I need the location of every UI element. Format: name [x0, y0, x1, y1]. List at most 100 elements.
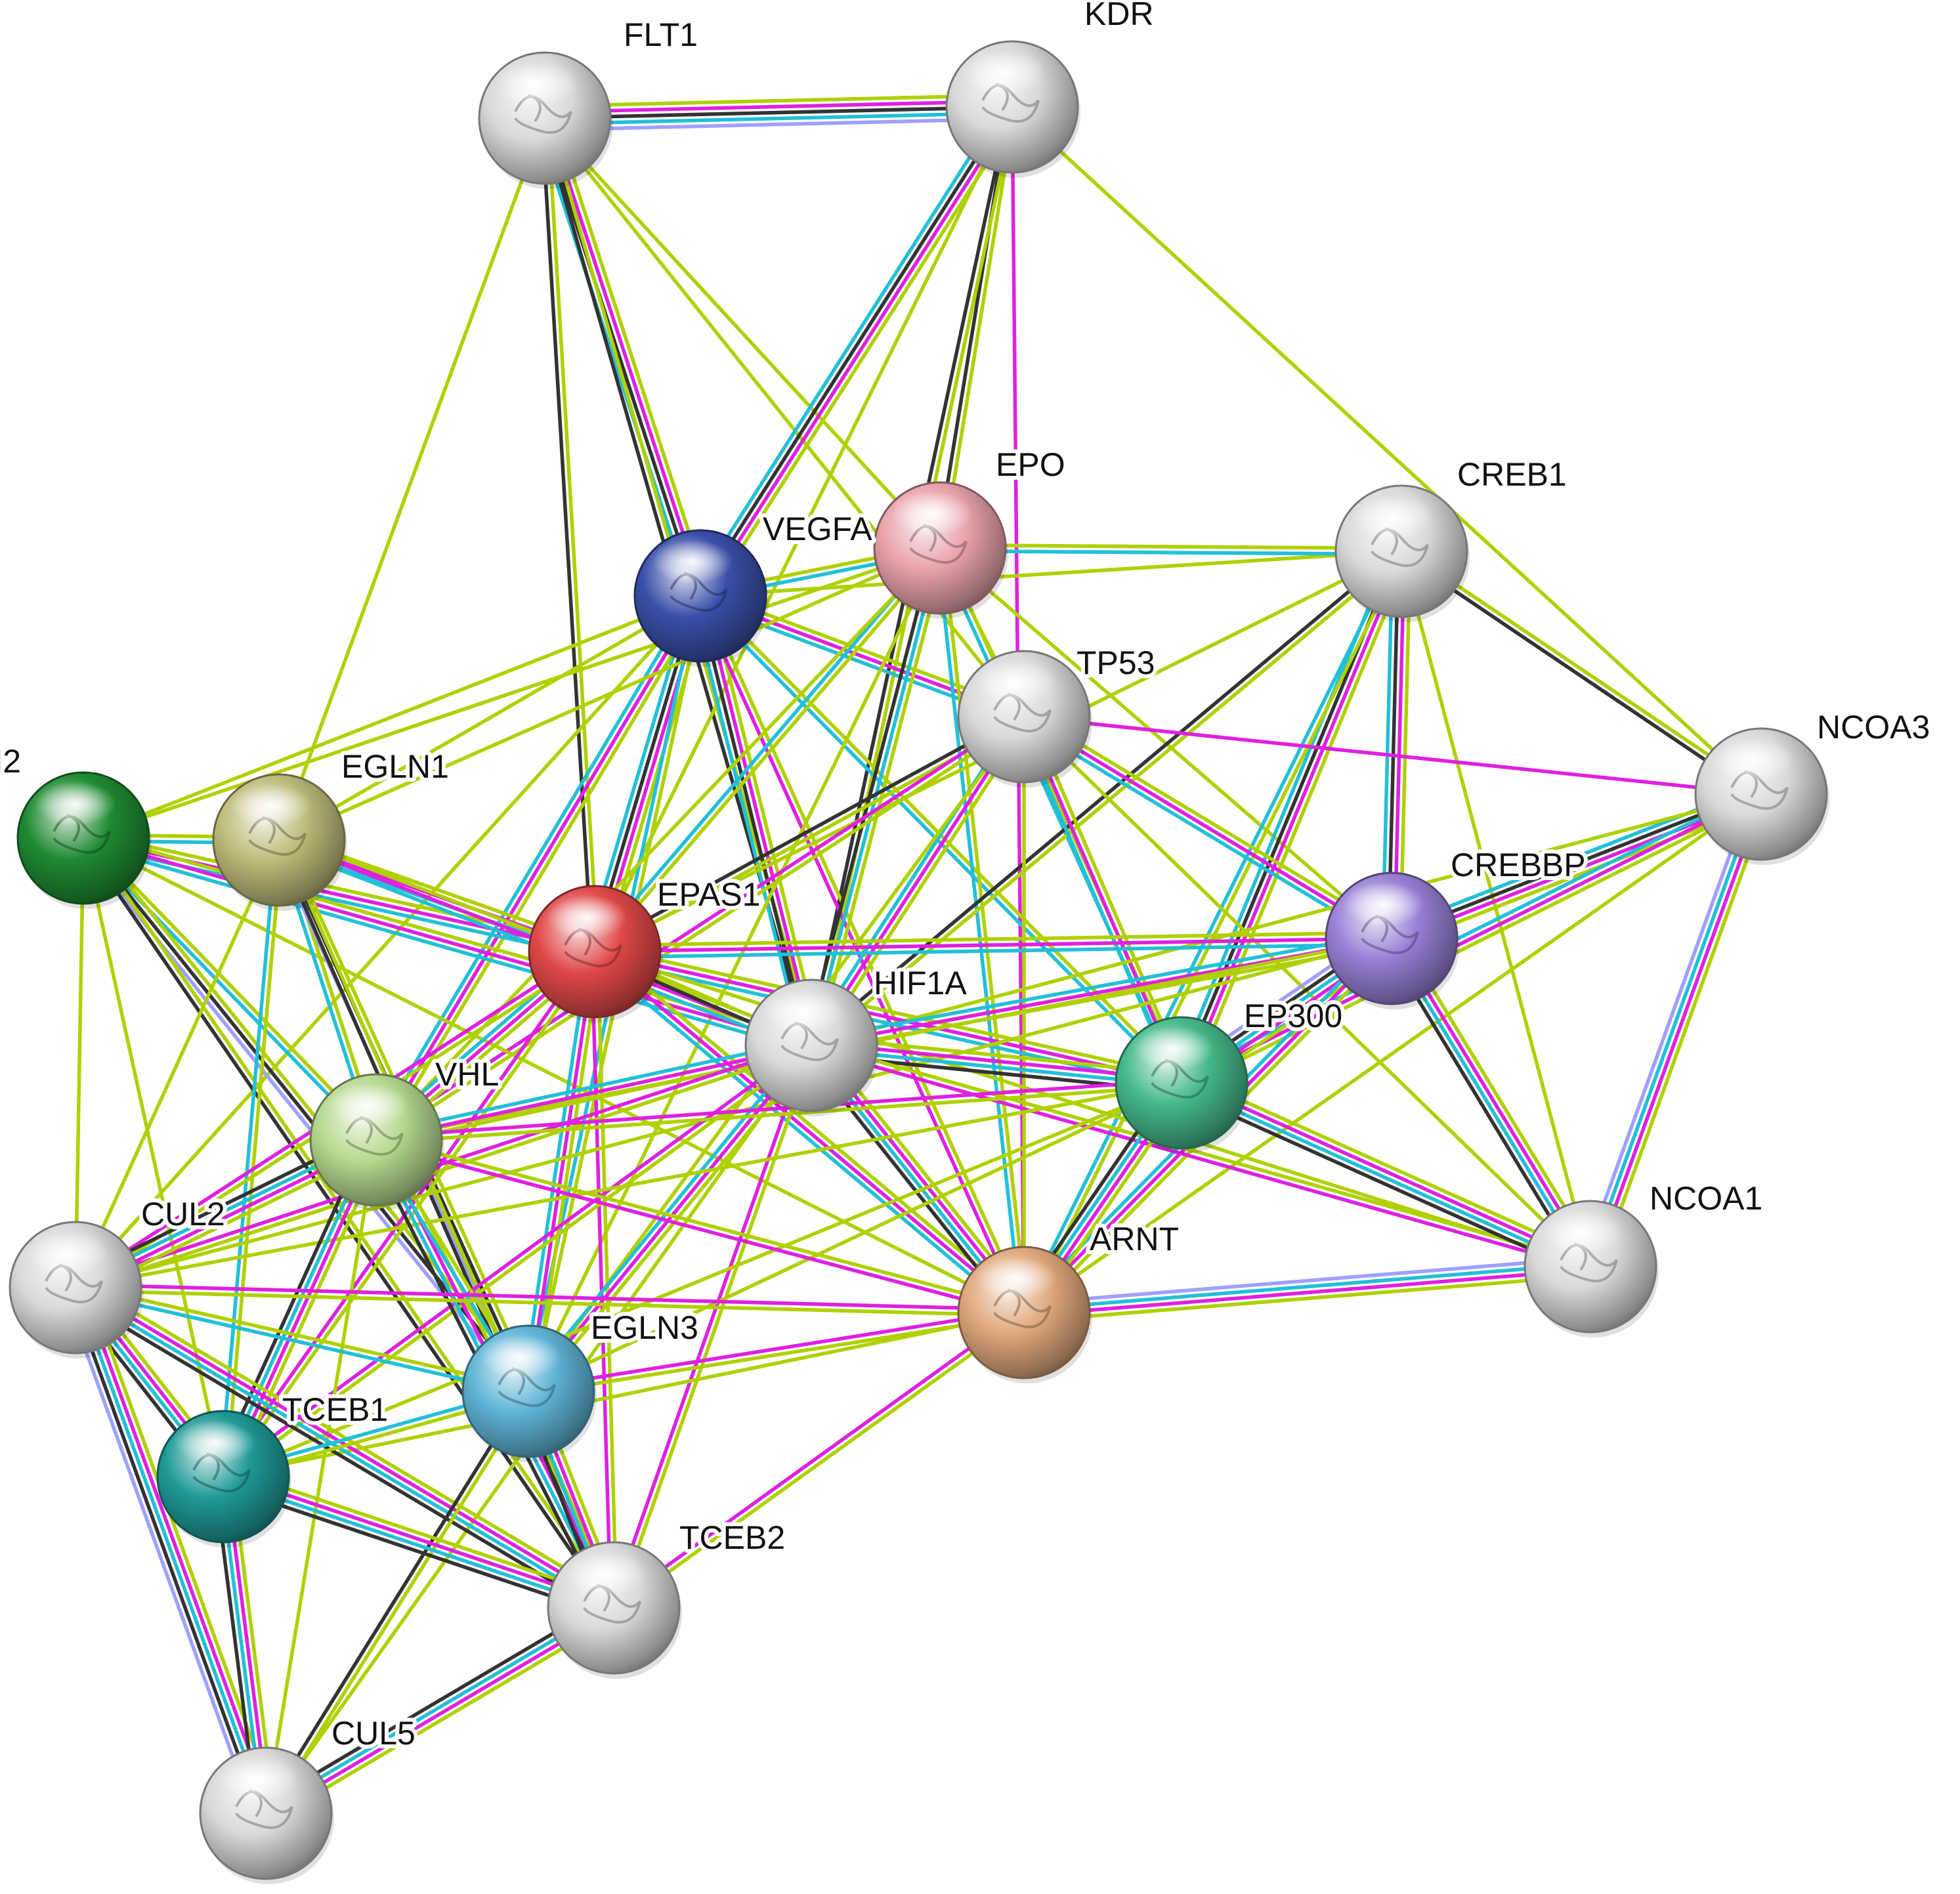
edge-strand-textmining	[74, 1282, 531, 1391]
gloss-highlight	[217, 1757, 299, 1801]
edge-epas1-crebbp	[593, 931, 1394, 959]
edge-strand-coexpression	[69, 1293, 611, 1618]
node-label-ncoa3: NCOA3	[1817, 709, 1930, 746]
edge-arnt-tceb1	[221, 1311, 1026, 1479]
edge-strand-known-experimental	[526, 1307, 1026, 1391]
edge-strand-known-experimental	[589, 950, 613, 1610]
edge-strand-known-experimental	[1180, 792, 1763, 1085]
edge-ncoa3-arnt	[1022, 792, 1763, 1315]
edge-strand-known-experimental	[1022, 1267, 1593, 1318]
node-tceb1[interactable]	[156, 1410, 291, 1547]
gloss-highlight	[27, 1231, 108, 1276]
node-ep300[interactable]	[1115, 1016, 1250, 1154]
node-crebbp[interactable]	[1325, 872, 1460, 1009]
edge-strand-known-experimental	[701, 593, 817, 1047]
node-label-vegfa: VEGFA	[763, 511, 872, 547]
node-label-vhl: VHL	[435, 1056, 499, 1093]
edge-strand-textmining	[277, 594, 702, 842]
node-vegfa[interactable]	[633, 529, 769, 667]
edge-strand-textmining	[1596, 795, 1772, 1272]
node-flt1[interactable]	[478, 51, 613, 189]
edge-strand-known-curated	[935, 546, 1023, 1315]
edge-strand-textmining	[545, 116, 600, 954]
edge-strand-known-curated	[79, 841, 812, 1053]
edge-strand-textmining	[74, 1288, 1026, 1318]
edge-strand-coexpression	[540, 117, 700, 599]
edge-ncoa3-ncoa1	[1580, 789, 1772, 1272]
edge-epo-egln3	[526, 546, 942, 1393]
node-epo[interactable]	[873, 481, 1008, 619]
node-ncoa3[interactable]	[1694, 727, 1829, 865]
edge-strand-known-curated	[373, 1038, 812, 1136]
node-cul5[interactable]	[199, 1746, 334, 1884]
edge-cul2-egln3	[73, 1282, 531, 1397]
edge-epas1-egln3	[521, 948, 603, 1395]
edge-strand-textmining	[277, 546, 942, 842]
node-label-tceb1: TCEB1	[282, 1391, 388, 1428]
edge-hif1a-tceb2	[609, 1042, 816, 1611]
node-tp53[interactable]	[957, 650, 1092, 788]
edge-ncoa1-arnt	[1021, 1255, 1593, 1324]
edge-strand-textmining	[74, 838, 281, 1290]
node-egln3[interactable]	[461, 1324, 597, 1462]
edge-tp53-ncoa1	[1022, 715, 1592, 1269]
edge-tp53-ncoa3	[1022, 715, 1763, 796]
gloss-highlight	[328, 1084, 409, 1128]
edge-strand-textmining	[1023, 1273, 1593, 1324]
edge-strand-known-curated	[73, 1288, 530, 1397]
gloss-highlight	[1343, 882, 1424, 927]
edge-strand-textmining	[941, 105, 1017, 551]
edge-crebbp-vhl	[374, 936, 1394, 1142]
node-creb1[interactable]	[1334, 484, 1470, 622]
edge-vegfa-ep300	[696, 592, 1185, 1087]
edge-epo-egln2	[81, 546, 942, 840]
node-arnt[interactable]	[957, 1246, 1092, 1383]
edge-strand-coexpression	[803, 544, 937, 1046]
edge-egln2-vhl	[79, 834, 380, 1144]
edge-vhl-cul5	[264, 1138, 378, 1815]
edge-strand-homology	[62, 1290, 257, 1819]
gloss-highlight	[1133, 1026, 1214, 1071]
edge-strand-textmining	[1187, 553, 1412, 1088]
edge-strand-known-experimental	[219, 948, 595, 1477]
node-cul2[interactable]	[9, 1221, 144, 1358]
edge-strand-known-curated	[593, 942, 1394, 959]
node-ncoa1[interactable]	[1523, 1200, 1659, 1337]
node-label-cul2: CUL2	[141, 1196, 225, 1232]
edge-strand-coexpression	[696, 103, 1012, 597]
edge-hif1a-cul2	[72, 1040, 815, 1293]
node-egln2[interactable]	[16, 771, 152, 909]
gloss-highlight	[565, 1551, 647, 1596]
node-kdr[interactable]	[945, 40, 1080, 178]
node-vhl[interactable]	[309, 1073, 444, 1211]
edge-kdr-epo	[935, 104, 1017, 551]
edge-strand-textmining	[81, 546, 942, 840]
edge-strand-textmining	[707, 592, 822, 1045]
edge-strand-known-curated	[938, 549, 1403, 557]
edge-strand-textmining	[614, 1044, 816, 1611]
edge-flt1-epas1	[540, 116, 600, 954]
edge-strand-known-curated	[74, 1286, 268, 1815]
edge-vegfa-egln2	[81, 594, 702, 840]
edge-strand-textmining	[83, 834, 618, 1609]
edge-ep300-cul2	[74, 1081, 1183, 1290]
edge-strand-known-curated	[589, 954, 1022, 1319]
edge-strand-textmining	[374, 1084, 1184, 1145]
node-egln1[interactable]	[212, 773, 347, 911]
node-hif1a[interactable]	[744, 979, 880, 1116]
edge-strand-known-experimental	[74, 1282, 1026, 1312]
node-epas1[interactable]	[528, 885, 663, 1022]
edge-strand-textmining	[542, 93, 1014, 108]
edge-egln3-cul5	[261, 1387, 533, 1817]
edge-strand-textmining	[81, 836, 1026, 1315]
edge-strand-textmining	[1010, 105, 1763, 796]
edge-strand-textmining	[810, 1040, 1593, 1266]
edge-strand-coexpression	[261, 1387, 528, 1814]
edge-strand-coexpression	[68, 1288, 263, 1817]
edge-flt1-vegfa	[534, 114, 711, 600]
node-tceb2[interactable]	[547, 1541, 682, 1679]
edge-flt1-kdr	[542, 93, 1015, 132]
edge-strand-coexpression	[695, 595, 811, 1048]
edge-strand-textmining	[700, 592, 1185, 1083]
edge-creb1-ncoa3	[1397, 547, 1765, 799]
